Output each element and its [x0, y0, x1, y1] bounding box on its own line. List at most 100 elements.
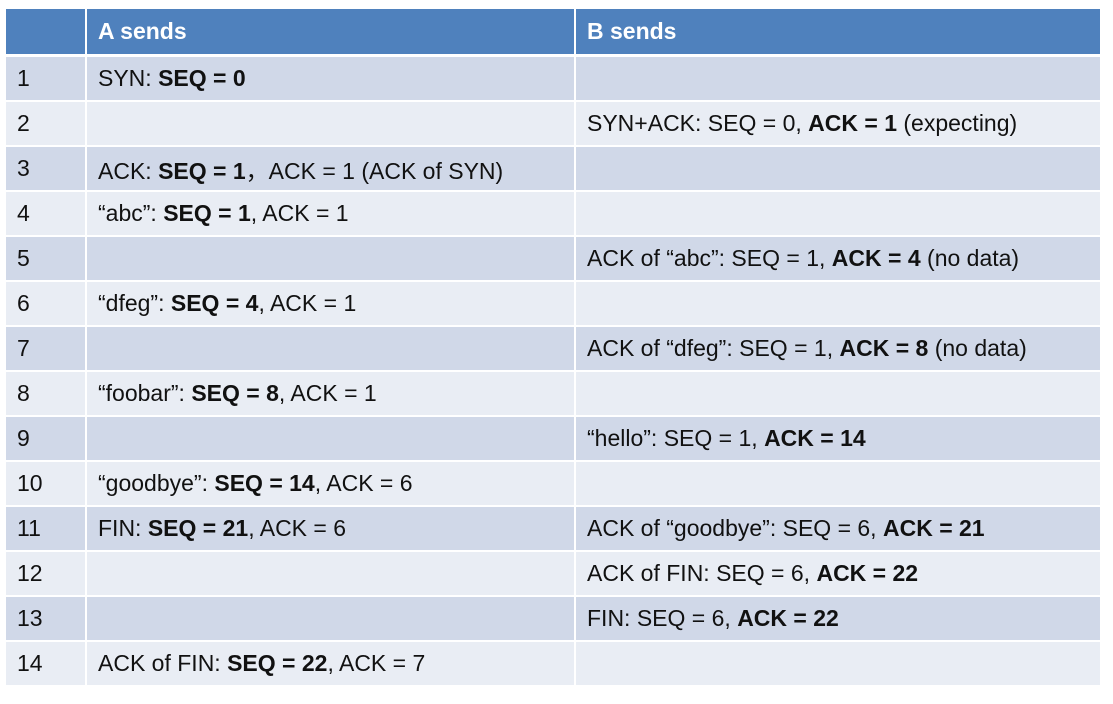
table-row: 10“goodbye”: SEQ = 14, ACK = 6 [6, 462, 1100, 507]
bold-segment: SEQ = 21 [147, 515, 249, 541]
b-sends-cell: SYN+ACK: SEQ = 0, ACK = 1 (expecting) [576, 102, 1100, 147]
text-segment: SYN: [98, 65, 159, 91]
text-segment: “abc”: [98, 200, 164, 226]
a-sends-cell [87, 597, 576, 642]
a-sends-cell: ACK of FIN: SEQ = 22, ACK = 7 [87, 642, 576, 687]
step-number: 1 [6, 57, 87, 102]
a-sends-cell: “abc”: SEQ = 1, ACK = 1 [87, 192, 576, 237]
a-sends-cell [87, 417, 576, 462]
step-number: 13 [6, 597, 87, 642]
step-number: 5 [6, 237, 87, 282]
a-sends-cell: “goodbye”: SEQ = 14, ACK = 6 [87, 462, 576, 507]
bold-segment: ACK = 22 [816, 560, 919, 586]
bold-segment: SEQ = 22 [227, 650, 328, 676]
text-segment: “goodbye”: [98, 470, 215, 496]
text-segment: “hello”: SEQ = 1, [587, 425, 765, 451]
step-number: 12 [6, 552, 87, 597]
text-segment: , ACK = 1 [258, 290, 357, 316]
header-b-sends: B sends [576, 9, 1100, 57]
a-sends-cell: ACK: SEQ = 1，ACK = 1 (ACK of SYN) [87, 147, 576, 192]
text-segment: ACK of “abc”: SEQ = 1, [587, 245, 832, 271]
text-segment: ACK of FIN: SEQ = 6, [587, 560, 817, 586]
b-sends-cell [576, 57, 1100, 102]
b-sends-cell [576, 282, 1100, 327]
a-sends-cell: “dfeg”: SEQ = 4, ACK = 1 [87, 282, 576, 327]
a-sends-cell [87, 102, 576, 147]
b-sends-cell: “hello”: SEQ = 1, ACK = 14 [576, 417, 1100, 462]
step-number: 11 [6, 507, 87, 552]
b-sends-cell [576, 642, 1100, 687]
a-sends-cell [87, 552, 576, 597]
bold-segment: ACK = 4 [831, 245, 921, 271]
bold-segment: SEQ = 8 [191, 380, 279, 406]
text-segment: , ACK = 1 [278, 380, 377, 406]
text-segment: ACK of FIN: [98, 650, 228, 676]
step-number: 3 [6, 147, 87, 192]
header-step [6, 9, 87, 57]
text-segment: ACK of “dfeg”: SEQ = 1, [587, 335, 840, 361]
bold-segment: SEQ = 14 [214, 470, 315, 496]
text-segment: “dfeg”: [98, 290, 171, 316]
text-segment: , ACK = 7 [327, 650, 426, 676]
bold-segment: ACK = 22 [737, 605, 839, 631]
text-segment: ACK: [98, 157, 159, 184]
table-row: 5 ACK of “abc”: SEQ = 1, ACK = 4 (no data… [6, 237, 1100, 282]
step-number: 9 [6, 417, 87, 462]
text-segment: , ACK = 1 [250, 200, 349, 226]
step-number: 8 [6, 372, 87, 417]
text-segment: “foobar”: [98, 380, 192, 406]
step-number: 7 [6, 327, 87, 372]
bold-segment: ACK = 14 [764, 425, 866, 451]
step-number: 2 [6, 102, 87, 147]
text-segment: FIN: [98, 515, 148, 541]
bold-segment: ACK = 21 [882, 515, 985, 541]
table-row: 8“foobar”: SEQ = 8, ACK = 1 [6, 372, 1100, 417]
b-sends-cell [576, 192, 1100, 237]
text-segment: (no data) [928, 335, 1027, 361]
table-row: 6“dfeg”: SEQ = 4, ACK = 1 [6, 282, 1100, 327]
step-number: 10 [6, 462, 87, 507]
bold-segment: ACK = 1 [808, 110, 897, 136]
table-row: 7 ACK of “dfeg”: SEQ = 1, ACK = 8 (no dat… [6, 327, 1100, 372]
text-segment: ，ACK = 1 (ACK of SYN) [245, 157, 504, 184]
header-row: A sends B sends [6, 9, 1100, 57]
table-header: A sends B sends [6, 9, 1100, 57]
table-row: 4“abc”: SEQ = 1, ACK = 1 [6, 192, 1100, 237]
b-sends-cell: ACK of FIN: SEQ = 6, ACK = 22 [576, 552, 1100, 597]
bold-segment: SEQ = 1 [158, 157, 246, 184]
bold-segment: SEQ = 1 [163, 200, 251, 226]
text-segment: SYN+ACK: SEQ = 0, [587, 110, 809, 136]
bold-segment: ACK = 8 [839, 335, 929, 361]
a-sends-cell: “foobar”: SEQ = 8, ACK = 1 [87, 372, 576, 417]
a-sends-cell: FIN: SEQ = 21, ACK = 6 [87, 507, 576, 552]
a-sends-cell [87, 327, 576, 372]
text-segment: (expecting) [897, 110, 1018, 136]
b-sends-cell [576, 462, 1100, 507]
table-row: 12 ACK of FIN: SEQ = 6, ACK = 22 [6, 552, 1100, 597]
text-segment: , ACK = 6 [248, 515, 347, 541]
table-row: 13 FIN: SEQ = 6, ACK = 22 [6, 597, 1100, 642]
a-sends-cell: SYN: SEQ = 0 [87, 57, 576, 102]
b-sends-cell: ACK of “dfeg”: SEQ = 1, ACK = 8 (no data… [576, 327, 1100, 372]
b-sends-cell [576, 372, 1100, 417]
a-sends-cell [87, 237, 576, 282]
step-number: 14 [6, 642, 87, 687]
text-segment: FIN: SEQ = 6, [587, 605, 738, 631]
bold-segment: SEQ = 4 [170, 290, 259, 316]
text-segment: (no data) [920, 245, 1020, 271]
step-number: 6 [6, 282, 87, 327]
b-sends-cell [576, 147, 1100, 192]
b-sends-cell: ACK of “goodbye”: SEQ = 6, ACK = 21 [576, 507, 1100, 552]
bold-segment: SEQ = 0 [158, 65, 246, 91]
table-row: 2 SYN+ACK: SEQ = 0, ACK = 1 (expecting) [6, 102, 1100, 147]
text-segment: , ACK = 6 [314, 470, 413, 496]
text-segment: ACK of “goodbye”: SEQ = 6, [587, 515, 883, 541]
b-sends-cell: FIN: SEQ = 6, ACK = 22 [576, 597, 1100, 642]
b-sends-cell: ACK of “abc”: SEQ = 1, ACK = 4 (no data) [576, 237, 1100, 282]
table-row: 9 “hello”: SEQ = 1, ACK = 14 [6, 417, 1100, 462]
